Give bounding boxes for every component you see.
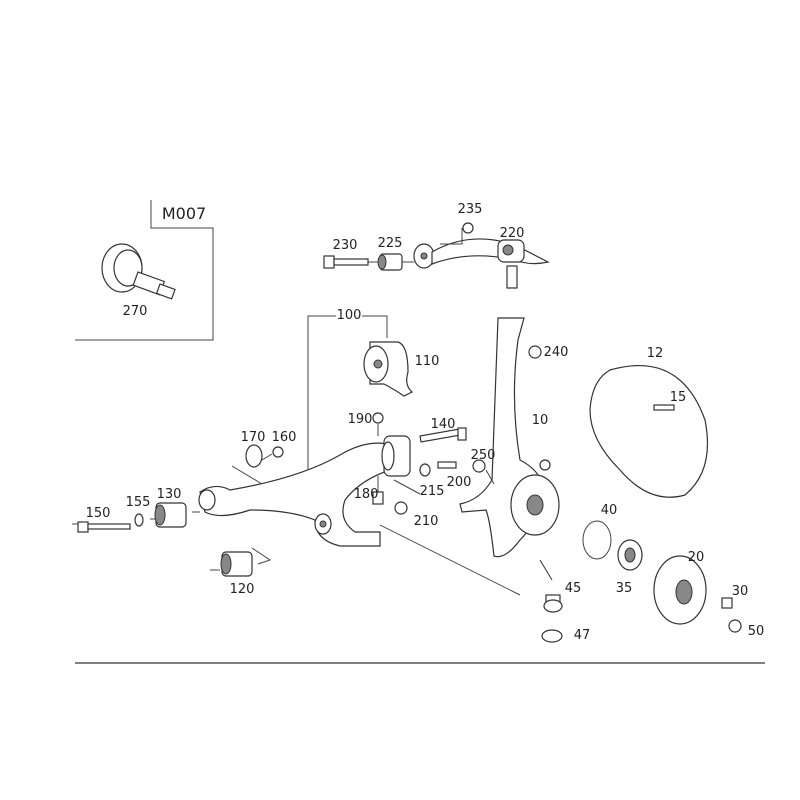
part-50-nut[interactable] bbox=[728, 619, 742, 633]
part-15-screw[interactable] bbox=[653, 404, 675, 411]
label-225: 225 bbox=[378, 236, 403, 251]
label-270: 270 bbox=[123, 304, 148, 319]
part-160-nut[interactable] bbox=[272, 446, 284, 458]
part-130-bushing[interactable] bbox=[154, 502, 187, 528]
label-12: 12 bbox=[647, 346, 664, 361]
label-10: 10 bbox=[532, 413, 549, 428]
label-180: 180 bbox=[354, 487, 379, 502]
label-110: 110 bbox=[415, 354, 440, 369]
part-225-bushing[interactable] bbox=[377, 253, 403, 271]
label-250: 250 bbox=[471, 448, 496, 463]
part-12-dust-shield[interactable] bbox=[589, 365, 709, 498]
label-215: 215 bbox=[420, 484, 445, 499]
part-200-bolt[interactable] bbox=[437, 461, 457, 469]
part-190-nut[interactable] bbox=[372, 412, 384, 424]
label-200: 200 bbox=[447, 475, 472, 490]
callout-labels: 270 230 225 235 220 100 110 240 12 15 10… bbox=[86, 202, 765, 643]
label-150: 150 bbox=[86, 506, 111, 521]
label-40: 40 bbox=[601, 503, 618, 518]
label-100: 100 bbox=[337, 308, 362, 323]
part-40-snap-ring[interactable] bbox=[582, 520, 612, 560]
part-180-bolt[interactable] bbox=[372, 491, 384, 505]
label-230: 230 bbox=[333, 238, 358, 253]
label-140: 140 bbox=[431, 417, 456, 432]
label-50: 50 bbox=[748, 624, 765, 639]
part-235-nut[interactable] bbox=[462, 222, 474, 234]
part-250-nut[interactable] bbox=[472, 459, 486, 473]
part-150-bolt[interactable] bbox=[77, 521, 131, 533]
label-210: 210 bbox=[414, 514, 439, 529]
part-170-washer[interactable] bbox=[245, 444, 263, 468]
part-270-cv-joint[interactable] bbox=[101, 243, 176, 300]
part-240-nut[interactable] bbox=[528, 345, 542, 359]
label-45: 45 bbox=[565, 581, 582, 596]
part-30-bolt[interactable] bbox=[721, 597, 733, 609]
part-35-bearing[interactable] bbox=[617, 539, 643, 571]
label-170: 170 bbox=[241, 430, 266, 445]
label-240: 240 bbox=[544, 345, 569, 360]
label-47: 47 bbox=[574, 628, 591, 643]
part-20-wheel-hub[interactable] bbox=[510, 474, 707, 625]
part-45-ball-joint[interactable] bbox=[539, 559, 563, 613]
part-215-washer[interactable] bbox=[419, 463, 431, 477]
label-235: 235 bbox=[458, 202, 483, 217]
label-130: 130 bbox=[157, 487, 182, 502]
part-110-bushing-bracket[interactable] bbox=[363, 341, 414, 397]
part-100-lower-control-arm[interactable] bbox=[198, 435, 411, 547]
part-120-bushing[interactable] bbox=[220, 551, 253, 577]
part-140-bolt[interactable] bbox=[419, 427, 467, 443]
label-15: 15 bbox=[670, 390, 687, 405]
label-190: 190 bbox=[348, 412, 373, 427]
inset-title: M007 bbox=[162, 204, 206, 223]
label-160: 160 bbox=[272, 430, 297, 445]
part-230-bolt[interactable] bbox=[323, 255, 369, 269]
part-210-nut[interactable] bbox=[394, 501, 408, 515]
part-220-upper-control-arm[interactable] bbox=[413, 238, 550, 289]
label-220: 220 bbox=[500, 226, 525, 241]
part-47-boot[interactable] bbox=[541, 629, 563, 643]
label-20: 20 bbox=[688, 550, 705, 565]
inset-m007: M007 bbox=[75, 200, 214, 341]
part-155-washer[interactable] bbox=[134, 513, 144, 527]
label-120: 120 bbox=[230, 582, 255, 597]
label-35: 35 bbox=[616, 581, 633, 596]
label-155: 155 bbox=[126, 495, 151, 510]
label-30: 30 bbox=[732, 584, 749, 599]
